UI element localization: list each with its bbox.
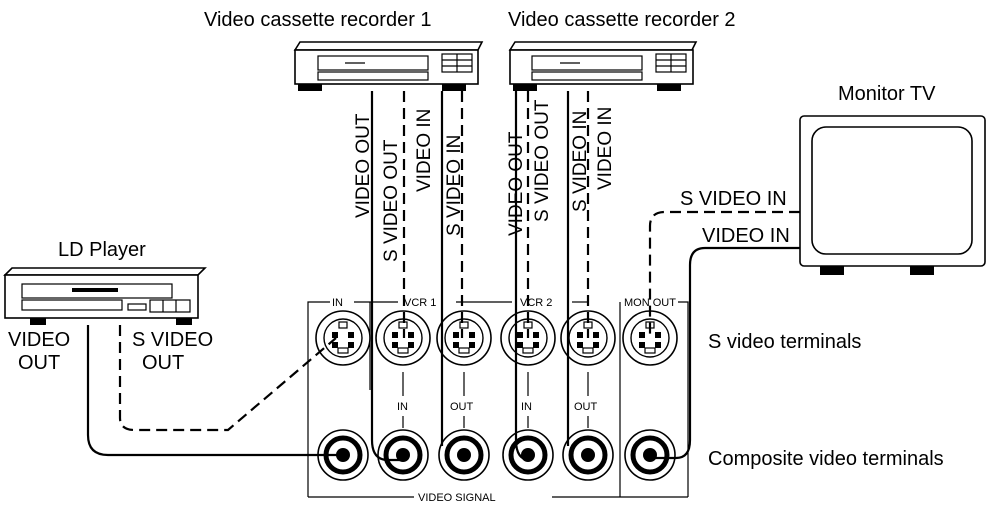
s-video-terminals-label: S video terminals [708, 331, 861, 353]
monitor-device [799, 115, 986, 275]
panel-bottom-label: VIDEO SIGNAL [418, 492, 496, 504]
composite-video-terminals-label: Composite video terminals [708, 448, 944, 470]
vcr1-title: Video cassette recorder 1 [204, 9, 432, 31]
composite-jack-vcr1-out[interactable] [438, 429, 490, 481]
composite-jack-mon-out[interactable] [624, 429, 676, 481]
composite-jack-vcr1-in[interactable] [377, 429, 429, 481]
ld-player-title: LD Player [58, 239, 146, 261]
jack-label-vcr2-in: IN [521, 401, 532, 413]
composite-jack-vcr2-in[interactable] [502, 429, 554, 481]
cable-monitor-s-video-in [648, 210, 800, 338]
jack-label-vcr1-in: IN [397, 401, 408, 413]
composite-jack-vcr2-out[interactable] [562, 429, 614, 481]
cable-monitor-video-in [652, 246, 800, 460]
jack-label-vcr2-out: OUT [574, 401, 598, 413]
monitor-video-in-label: VIDEO IN [702, 225, 790, 247]
cable-label-vcr1-s-video-out: S VIDEO OUT [381, 139, 402, 262]
monitor-title: Monitor TV [838, 83, 936, 105]
cable-ld-s-video-out [118, 325, 337, 432]
panel-group-mon-out: MON OUT [624, 297, 676, 309]
cable-label-vcr2-video-in: VIDEO IN [595, 107, 616, 190]
panel-group-vcr1: VCR 1 [404, 297, 436, 309]
cable-ld-video-out [86, 325, 343, 457]
ld-s-video-out-label-2: OUT [142, 352, 184, 374]
vcr2-device [508, 41, 698, 91]
cable-label-vcr1-s-video-in: S VIDEO IN [444, 135, 465, 236]
ld-video-out-label-2: OUT [18, 352, 60, 374]
cable-label-vcr2-s-video-in: S VIDEO IN [570, 111, 591, 212]
cable-label-vcr2-video-out: VIDEO OUT [506, 131, 527, 236]
s-video-jack-mon-out[interactable] [622, 310, 678, 366]
jack-label-vcr1-out: OUT [450, 401, 474, 413]
cable-vcr2-video-out [514, 91, 531, 462]
s-video-jack-vcr1-out[interactable] [436, 310, 492, 366]
monitor-s-video-in-label: S VIDEO IN [680, 188, 787, 210]
cable-vcr1-video-out [370, 91, 403, 462]
s-video-jack-in[interactable] [315, 310, 371, 366]
ld-player-device [3, 267, 207, 325]
vcr2-title: Video cassette recorder 2 [508, 9, 736, 31]
switch-panel [307, 301, 689, 498]
panel-group-in: IN [332, 297, 343, 309]
vcr1-device [293, 41, 484, 91]
cable-label-vcr1-video-out: VIDEO OUT [353, 113, 374, 218]
cable-label-vcr2-s-video-out: S VIDEO OUT [532, 99, 553, 222]
ld-video-out-label-1: VIDEO [8, 329, 70, 351]
ld-s-video-out-label-1: S VIDEO [132, 329, 213, 351]
panel-group-vcr2: VCR 2 [520, 297, 552, 309]
cable-label-vcr1-video-in: VIDEO IN [414, 109, 435, 192]
